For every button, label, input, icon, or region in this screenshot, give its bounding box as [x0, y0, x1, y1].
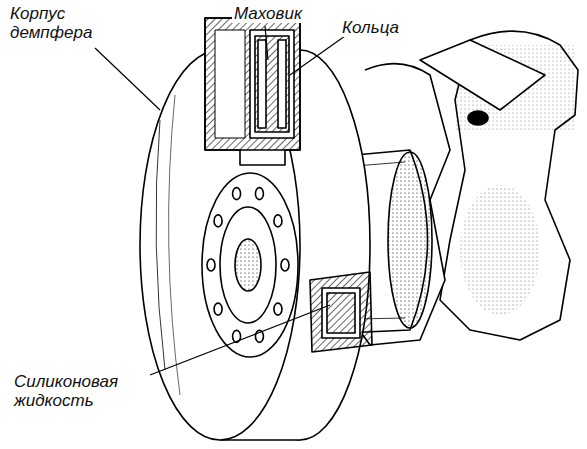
- bolt: [255, 188, 263, 200]
- housing-section-bottom: [310, 272, 372, 352]
- bolt: [207, 259, 215, 271]
- bolt: [274, 303, 282, 315]
- bolt: [214, 303, 222, 315]
- leader-line: [150, 305, 330, 375]
- part-label: Корпус демпфера: [8, 4, 112, 42]
- part-label: Маховик: [232, 4, 304, 23]
- hub: [202, 173, 298, 357]
- bolt: [274, 215, 282, 227]
- rings: [258, 40, 266, 128]
- leader-line: [95, 48, 160, 110]
- part-label: Силиконовая жидкость: [12, 372, 146, 410]
- part-label: Кольца: [340, 18, 401, 37]
- bolt: [281, 259, 289, 271]
- flywheel: [255, 36, 289, 132]
- bolt: [233, 188, 241, 200]
- leader-line: [290, 36, 345, 75]
- leader-line: [265, 26, 268, 60]
- housing-section: [205, 18, 300, 165]
- bolt: [214, 215, 222, 227]
